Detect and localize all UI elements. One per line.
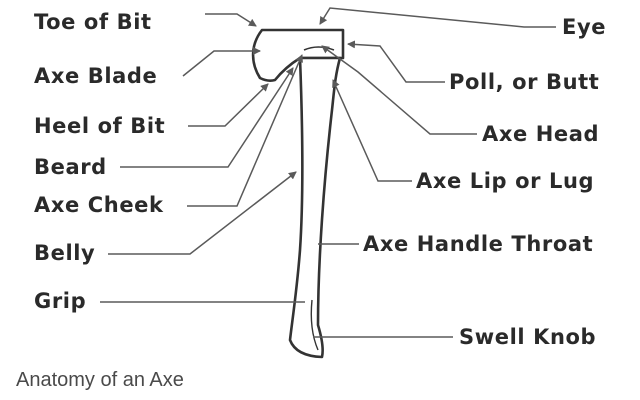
label-axe-lip-or-lug: Axe Lip or Lug (416, 169, 595, 193)
label-heel-of-bit: Heel of Bit (34, 114, 166, 138)
diagram-caption: Anatomy of an Axe (16, 369, 184, 391)
label-toe-of-bit: Toe of Bit (34, 10, 152, 34)
leader-beard (120, 67, 294, 168)
label-axe-cheek: Axe Cheek (34, 193, 164, 217)
leader-toe-of-bit (205, 13, 257, 27)
label-beard: Beard (34, 155, 107, 179)
axe-eye-shape (303, 46, 335, 51)
axe-grip-edge (310, 299, 319, 351)
leader-poll (347, 40, 445, 83)
label-grip: Grip (34, 289, 87, 313)
leader-axe-cheek (187, 54, 303, 207)
leader-axe-lip (332, 79, 412, 182)
leader-belly (108, 171, 297, 255)
leader-axe-head (321, 45, 477, 135)
label-axe-handle-throat: Axe Handle Throat (363, 232, 594, 256)
label-poll-or-butt: Poll, or Butt (449, 70, 600, 94)
leader-heel-of-bit (188, 83, 269, 127)
label-axe-blade: Axe Blade (34, 64, 158, 88)
leader-eye (319, 7, 556, 28)
label-axe-head: Axe Head (482, 122, 600, 146)
label-eye: Eye (562, 15, 607, 39)
label-belly: Belly (34, 241, 96, 265)
label-swell-knob: Swell Knob (459, 325, 597, 349)
axe-handle-shape (288, 56, 342, 359)
leader-axe-blade (182, 47, 261, 77)
